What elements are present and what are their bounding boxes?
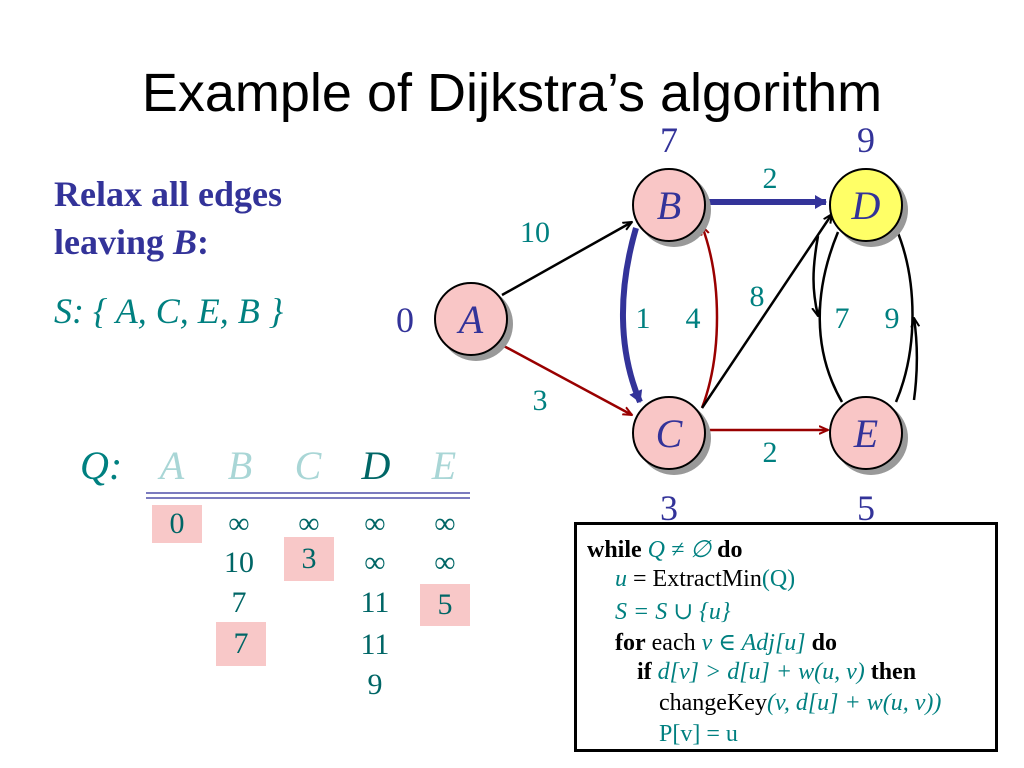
node-b: B bbox=[632, 168, 711, 247]
edge-b-c bbox=[620, 227, 643, 404]
queue-cell: ∞ bbox=[364, 546, 386, 579]
s-set: S: { A, C, E, B } bbox=[54, 291, 284, 331]
distance-c: 3 bbox=[660, 488, 678, 528]
queue-cell: ∞ bbox=[228, 507, 250, 540]
queue-label: Q: bbox=[80, 443, 123, 488]
node-c: C bbox=[632, 396, 711, 475]
instruction-prefix: leaving bbox=[54, 222, 174, 262]
edge-e-d-head bbox=[914, 318, 917, 401]
edge-e-d bbox=[894, 227, 914, 403]
weight-a-b: 10 bbox=[520, 216, 550, 249]
queue-divider bbox=[146, 492, 470, 494]
weight-a-c: 3 bbox=[533, 384, 548, 417]
algo-line-7: P[v] = u bbox=[659, 721, 738, 747]
edge-c-b bbox=[702, 226, 719, 409]
queue-header-e: E bbox=[431, 443, 457, 488]
weight-c-d: 8 bbox=[750, 280, 765, 313]
node-e-label: E bbox=[853, 411, 878, 456]
edge-a-b bbox=[501, 222, 632, 297]
instruction-text: Relax all edges leaving B: bbox=[54, 170, 282, 266]
edge-a-c bbox=[501, 343, 632, 415]
instruction-node: B bbox=[173, 222, 198, 262]
queue-cell: 7 bbox=[216, 622, 266, 666]
algo-line-4: for each v ∈ Adj[u] do bbox=[615, 630, 837, 656]
node-a-label: A bbox=[456, 297, 484, 342]
weight-b-c: 1 bbox=[636, 302, 651, 335]
distance-e: 5 bbox=[857, 488, 875, 528]
node-a: A bbox=[434, 282, 513, 361]
slide-title: Example of Dijkstra’s algorithm bbox=[141, 63, 883, 123]
algo-line-2: u = ExtractMin(Q) bbox=[615, 566, 796, 592]
node-e: E bbox=[829, 396, 908, 475]
queue-cell: ∞ bbox=[434, 507, 456, 540]
queue-cell: 7 bbox=[231, 586, 247, 619]
instruction-line-1: Relax all edges bbox=[54, 174, 282, 214]
queue-cell: 11 bbox=[360, 628, 390, 661]
edge-d-e bbox=[818, 231, 844, 403]
weight-c-b: 4 bbox=[686, 302, 701, 335]
edge-c-d bbox=[700, 214, 832, 409]
queue-cell: 3 bbox=[284, 537, 334, 581]
queue-cell: ∞ bbox=[298, 507, 320, 540]
node-b-label: B bbox=[657, 183, 681, 228]
queue-divider-2 bbox=[146, 497, 470, 499]
queue-cell: ∞ bbox=[364, 507, 386, 540]
queue-header-c: C bbox=[294, 443, 322, 488]
algorithm-box: while Q ≠ ∅ do u = ExtractMin(Q) S = S ∪… bbox=[574, 522, 998, 752]
queue-header-a: A bbox=[159, 443, 185, 488]
distance-b: 7 bbox=[660, 120, 678, 160]
weight-d-e: 7 bbox=[835, 302, 850, 335]
node-c-label: C bbox=[656, 411, 684, 456]
algo-line-5: if d[v] > d[u] + w(u, v) then bbox=[637, 659, 917, 685]
algo-line-1: while Q ≠ ∅ do bbox=[587, 537, 743, 563]
weight-c-e: 2 bbox=[763, 436, 778, 469]
instruction-line-2: leaving B: bbox=[54, 218, 282, 266]
queue-cell: 0 bbox=[152, 505, 202, 543]
weight-e-d: 9 bbox=[885, 302, 900, 335]
queue-cell: 5 bbox=[420, 584, 470, 626]
queue-header-b: B bbox=[227, 443, 253, 488]
algo-line-3: S = S ∪ {u} bbox=[615, 599, 731, 625]
edge-d-e-head bbox=[814, 235, 819, 316]
queue-cell: 9 bbox=[367, 668, 383, 701]
queue-cell: 11 bbox=[360, 586, 390, 619]
node-d: D bbox=[829, 168, 908, 247]
queue-cell: ∞ bbox=[434, 546, 456, 579]
instruction-suffix: : bbox=[197, 222, 210, 262]
queue-header-d: D bbox=[361, 443, 391, 488]
queue-cell: 10 bbox=[224, 546, 254, 579]
distance-a: 0 bbox=[396, 300, 414, 340]
algo-line-6: changeKey(v, d[u] + w(u, v)) bbox=[659, 690, 942, 716]
distance-d: 9 bbox=[857, 120, 875, 160]
weight-b-d: 2 bbox=[763, 162, 778, 195]
node-d-label: D bbox=[851, 183, 881, 228]
